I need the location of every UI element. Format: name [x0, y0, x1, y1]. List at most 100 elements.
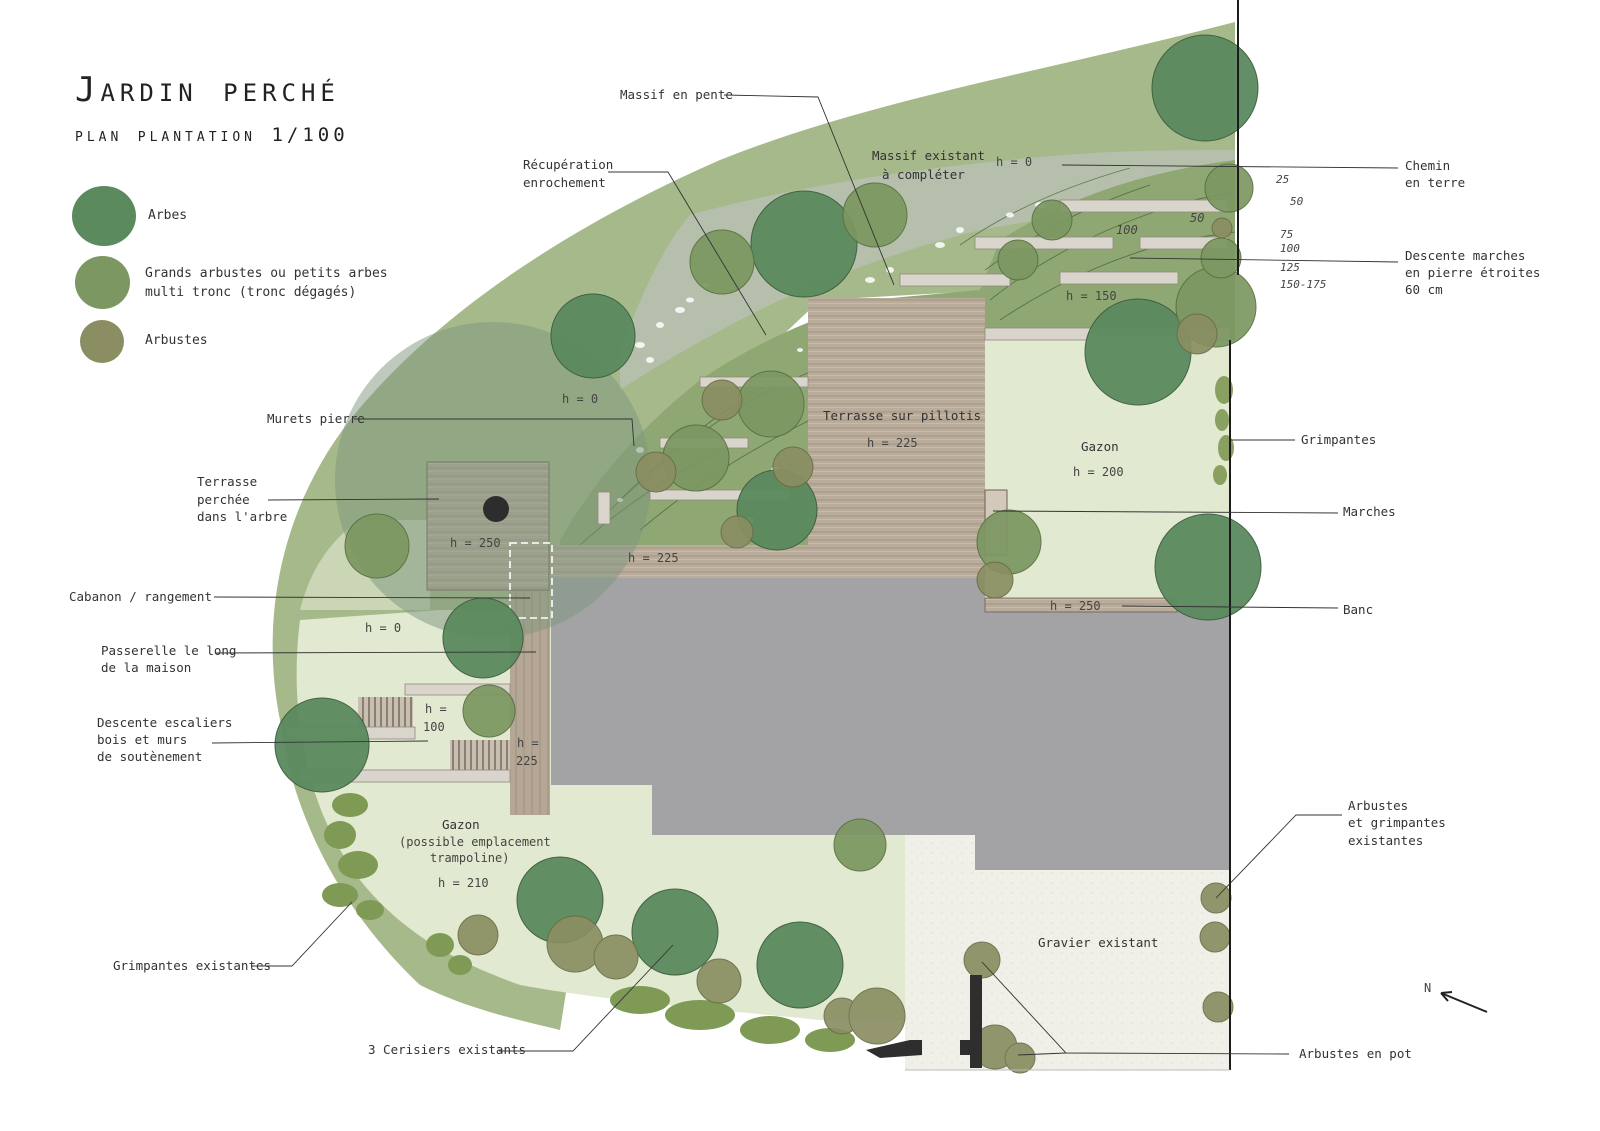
legend-swatch-shrub: [80, 320, 124, 363]
shrub: [1211, 217, 1233, 239]
label-grimpantes-existantes: Grimpantes existantes: [113, 958, 271, 973]
label-marches: Marches: [1343, 504, 1396, 519]
label-cabanon: Cabanon / rangement: [69, 589, 212, 604]
tree: [756, 921, 844, 1009]
climbers-left-existing: [322, 793, 472, 975]
plan-mark-100: 100: [1116, 223, 1138, 237]
height-h225-walk: h = 225: [628, 551, 679, 565]
height-h150: h = 150: [1066, 289, 1117, 303]
page-subtitle: plan plantation 1/100: [75, 124, 349, 146]
mark-50: 50: [1290, 195, 1304, 208]
pot-planter-left: [866, 1040, 922, 1058]
lawn-left: [296, 610, 905, 1020]
legend-swatch-large-shrub: [75, 256, 130, 309]
label-trampoline-2: trampoline): [430, 851, 509, 865]
height-h0-bottom: h = 0: [365, 621, 401, 635]
tree: [631, 888, 719, 976]
label-maison: de la maison: [101, 660, 191, 675]
shrub: [696, 958, 742, 1004]
shrubs: [457, 217, 1234, 1074]
label-recuperation: Récupération: [523, 157, 613, 172]
tree: [1154, 513, 1262, 621]
hedge-bottom: [610, 986, 855, 1052]
label-massif-existant: Massif existant: [872, 148, 985, 163]
label-terrasse-pilotis: Terrasse sur pillotis: [823, 408, 981, 423]
tree-trunk: [483, 496, 509, 522]
mark-25: 25: [1276, 173, 1289, 186]
legend-label-shrub: Arbustes: [145, 333, 208, 348]
house: [551, 578, 1230, 870]
label-arbustes-pot: Arbustes en pot: [1299, 1046, 1412, 1061]
shrub: [1004, 1042, 1036, 1074]
shrub: [1199, 921, 1231, 953]
large-shrub: [997, 239, 1039, 281]
gravel-area: [905, 835, 1230, 1070]
shrub: [1176, 313, 1218, 355]
shrub: [1202, 991, 1234, 1023]
shrub: [848, 987, 906, 1045]
tree: [442, 597, 524, 679]
label-gazon-top: Gazon: [1081, 439, 1119, 454]
large-tree-canopy: [335, 322, 651, 638]
plan-mark-50: 50: [1190, 211, 1204, 225]
legend-swatch-tree: [72, 186, 136, 246]
large-shrub: [833, 818, 887, 872]
label-perchee: perchée: [197, 492, 250, 507]
cabanon-outline: [509, 542, 553, 619]
tree: [550, 293, 636, 379]
height-labels: h = 0 h = 150 h = 225 h = 200 h = 0 h = …: [365, 155, 1124, 890]
shrub: [963, 941, 1001, 979]
large-shrub: [462, 684, 516, 738]
north-arrow-head: [1440, 991, 1453, 1002]
terrace-on-stilts: [808, 298, 985, 578]
annotation-labels: Massif en pente Récupération enrochement…: [69, 87, 1540, 1061]
height-h100-b: 100: [423, 720, 445, 734]
height-h225-terrace: h = 225: [867, 436, 918, 450]
height-h0-top: h = 0: [996, 155, 1032, 169]
tree: [750, 190, 858, 298]
large-shrub: [1204, 163, 1254, 213]
height-h225v-b: 225: [516, 754, 538, 768]
trees: [274, 34, 1262, 1009]
label-trampoline-1: (possible emplacement: [399, 835, 551, 849]
height-h250-tree: h = 250: [450, 536, 501, 550]
wall-strip-1: [404, 683, 511, 696]
page-title: Jardin perché: [75, 70, 340, 110]
pot-planter-right: [960, 975, 982, 1068]
leader-lines: [211, 94, 1399, 1056]
mark-150-175: 150-175: [1280, 278, 1326, 291]
height-h250-banc: h = 250: [1050, 599, 1101, 613]
stairs-left-upper: [358, 697, 413, 727]
label-terrasse: Terrasse: [197, 474, 257, 489]
tree: [1084, 298, 1192, 406]
shrub: [593, 934, 639, 980]
label-grimpantes: Grimpantes: [1301, 432, 1376, 447]
label-chemin: Chemin: [1405, 158, 1450, 173]
label-murets: Murets pierre: [267, 411, 365, 426]
shrub: [772, 446, 814, 488]
height-h100-a: h =: [425, 702, 447, 716]
large-shrub: [737, 370, 805, 438]
label-bois-murs: bois et murs: [97, 732, 187, 747]
label-descente-escaliers: Descente escaliers: [97, 715, 232, 730]
label-a-completer: à compléter: [882, 167, 965, 182]
label-existantes: existantes: [1348, 833, 1423, 848]
shrub: [457, 914, 499, 956]
label-north: N: [1424, 981, 1431, 995]
label-soutenement: de soutènement: [97, 749, 202, 764]
north-arrow: [1440, 992, 1488, 1013]
height-h0-left: h = 0: [562, 392, 598, 406]
label-gravier: Gravier existant: [1038, 935, 1158, 950]
legend-label-tree: Arbes: [148, 208, 188, 223]
step-height-marks: 25 50 75 100 125 150-175 50 100: [1116, 173, 1326, 291]
label-pierre-etroites: en pierre étroites: [1405, 265, 1540, 280]
shrub: [635, 451, 677, 493]
label-gazon-bottom: Gazon: [442, 817, 480, 832]
shrub: [701, 379, 743, 421]
large-shrub: [1031, 199, 1073, 241]
label-massif-pente: Massif en pente: [620, 87, 733, 102]
height-h200: h = 200: [1073, 465, 1124, 479]
stairs-left-lower: [450, 740, 510, 772]
height-h210: h = 210: [438, 876, 489, 890]
